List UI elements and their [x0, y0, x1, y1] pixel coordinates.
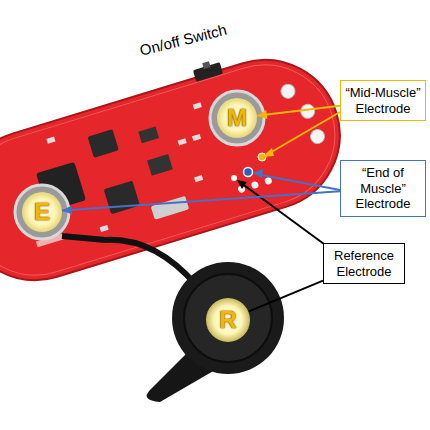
electrode-face [184, 274, 272, 362]
connector-line [257, 106, 340, 116]
cable [62, 236, 196, 285]
callout-text: “End of Muscle” Electrode [344, 165, 422, 212]
arrowhead [257, 110, 267, 119]
connector-line [62, 191, 340, 210]
connector [62, 191, 340, 214]
electrode-letter: E [34, 200, 50, 224]
connector [248, 281, 323, 312]
leader-line [241, 183, 324, 244]
connector-line [248, 281, 323, 312]
electrode-hole [15, 185, 69, 239]
callout-box: “End of Muscle” Electrode [340, 160, 426, 217]
electrode-letter: M [227, 106, 247, 130]
electrode-marker: M [217, 98, 257, 138]
pin [231, 175, 237, 181]
leader-line [268, 112, 340, 154]
callout-box: “Mid-Muscle” Electrode [340, 80, 426, 121]
arrowhead [253, 169, 263, 178]
arrowhead [62, 205, 72, 214]
leader-line [256, 174, 340, 190]
electrode-hole [210, 91, 264, 145]
part-label: On/off Switch [138, 21, 228, 59]
reference-electrode [172, 262, 284, 374]
callout-text: “Mid-Muscle” Electrode [344, 85, 422, 116]
connector [257, 106, 340, 119]
pin [244, 168, 253, 177]
switch [192, 58, 223, 81]
electrode-marker: R [206, 298, 250, 342]
callout-text: Reference Electrode [327, 248, 401, 279]
electrode-letter: R [219, 308, 236, 332]
callout-box: Reference Electrode [323, 243, 405, 284]
arrowhead [237, 180, 247, 189]
electrode-marker: E [22, 192, 62, 232]
sensor-board [0, 41, 358, 298]
arrowhead [262, 148, 274, 157]
